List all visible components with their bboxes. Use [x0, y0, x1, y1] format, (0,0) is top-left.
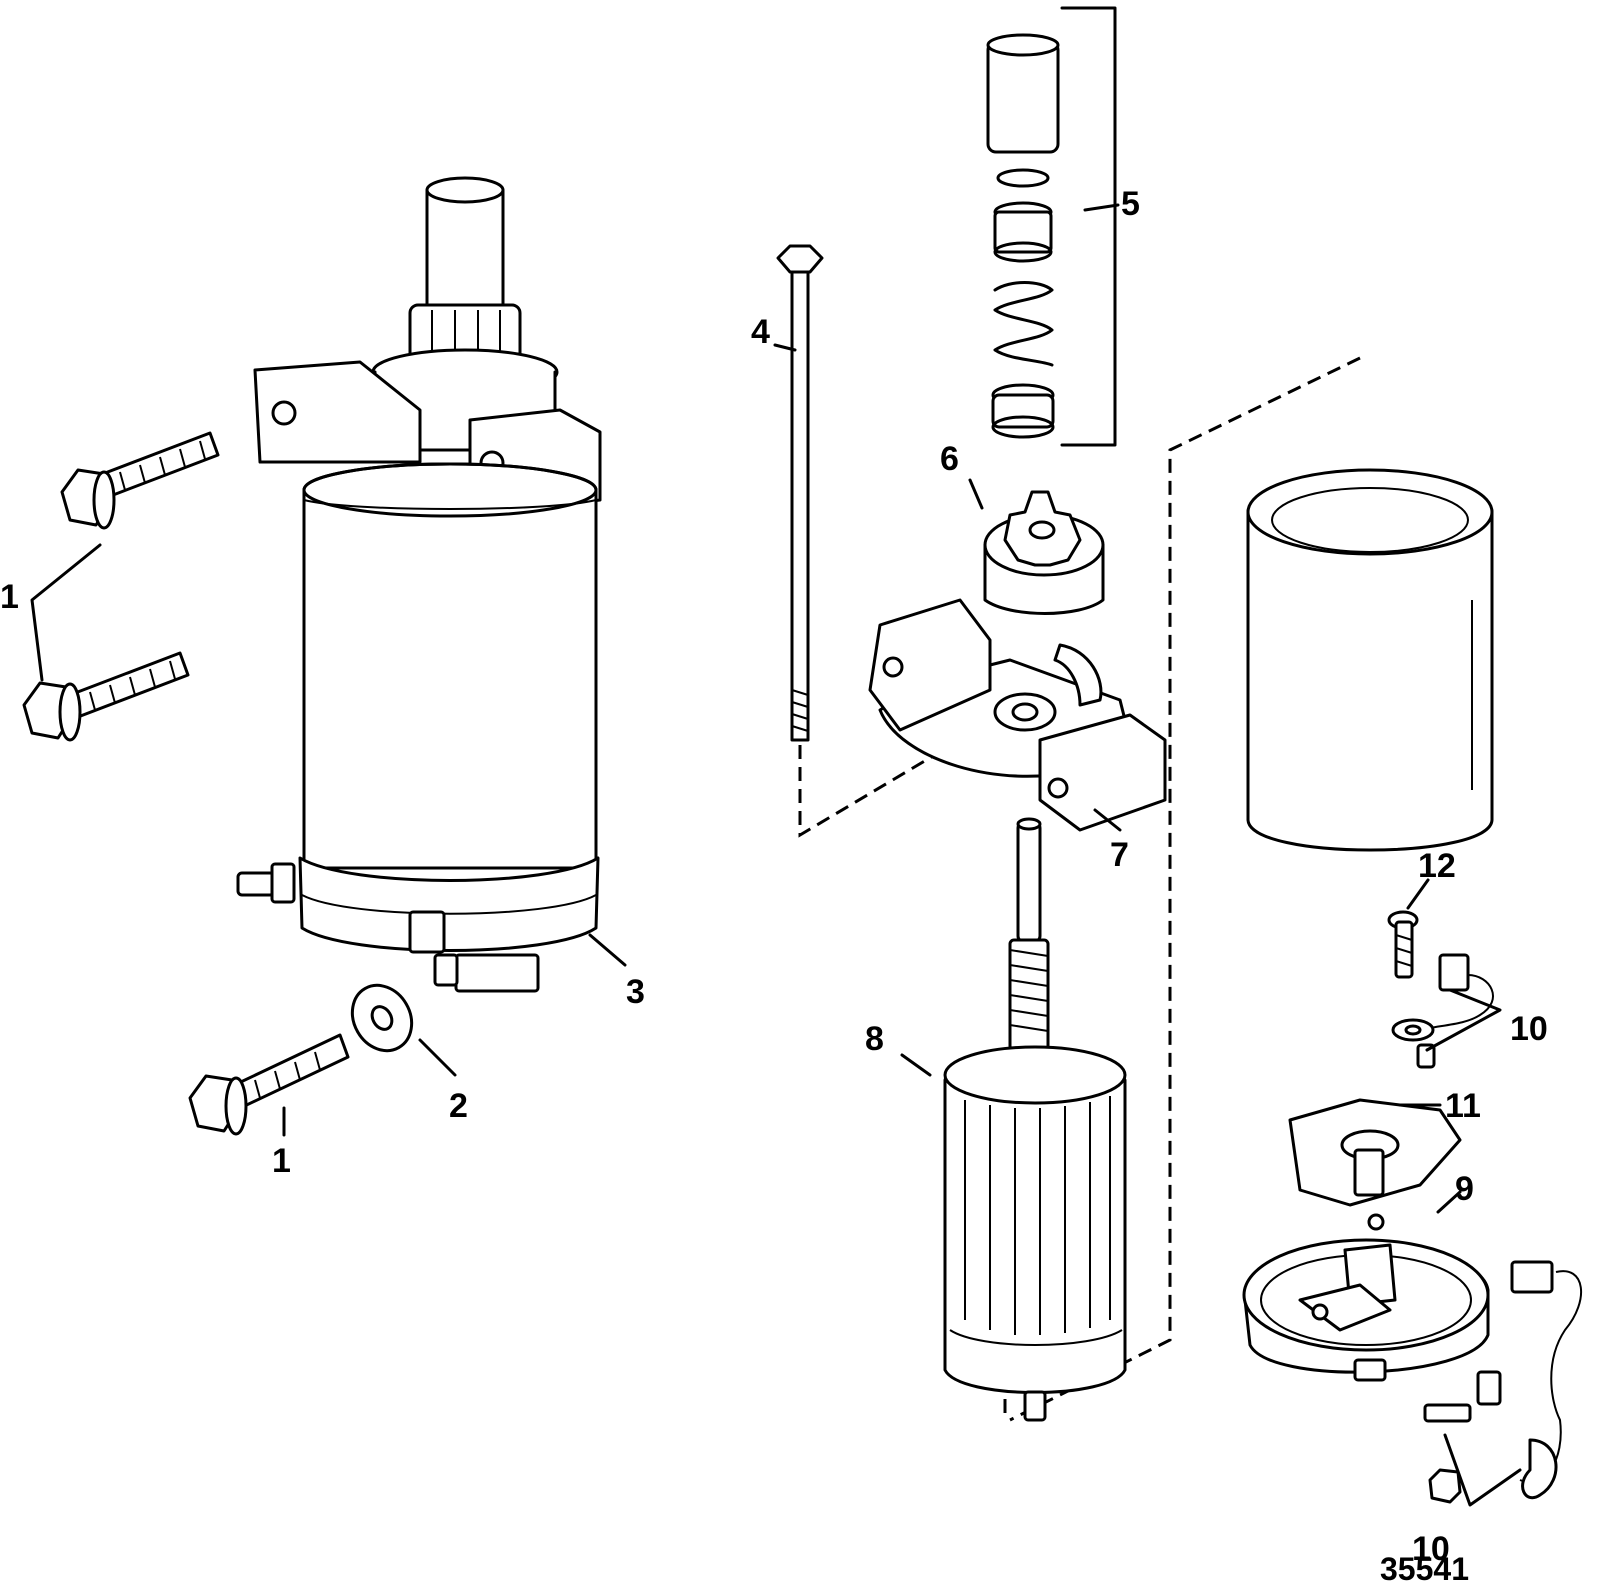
callout-6: 6 — [940, 440, 959, 478]
callout-1-lower: 1 — [272, 1142, 291, 1180]
callout-labels: 1 1 2 3 4 5 6 7 8 9 10 10 11 12 — [0, 185, 1548, 1568]
callout-10-upper: 10 — [1510, 1010, 1548, 1048]
mounting-bolt-lower — [188, 1033, 350, 1136]
brush-upper — [1391, 953, 1494, 1069]
drive-gear — [983, 490, 1105, 615]
drive-end-housing — [868, 598, 1167, 832]
starter-motor-assembly — [236, 176, 602, 993]
callout-7: 7 — [1110, 836, 1129, 874]
brush-holder — [1288, 1098, 1462, 1207]
leader-lines — [30, 203, 1522, 1507]
callout-2: 2 — [449, 1087, 468, 1125]
bracket-line-5 — [1060, 6, 1117, 447]
mounting-bolt-middle — [22, 651, 190, 742]
screw — [1387, 910, 1419, 979]
armature — [943, 817, 1127, 1422]
callout-11: 11 — [1445, 1087, 1481, 1125]
washer — [350, 983, 414, 1053]
figure-number: 35541 — [1380, 1551, 1469, 1587]
field-frame — [1246, 468, 1494, 852]
brush-lower — [1423, 1260, 1583, 1504]
through-bolt — [776, 244, 824, 742]
commutator-end-cap — [1242, 1213, 1490, 1382]
callout-4: 4 — [751, 313, 770, 351]
mounting-bolt-upper — [60, 431, 220, 530]
callout-3: 3 — [626, 973, 645, 1011]
pinion-kit — [986, 33, 1060, 439]
callout-10-lower: 10 — [1412, 1530, 1450, 1568]
callout-8: 8 — [865, 1020, 884, 1058]
callout-1-upper: 1 — [0, 578, 19, 616]
callout-5: 5 — [1121, 185, 1140, 223]
callout-12: 12 — [1418, 847, 1456, 885]
callout-9: 9 — [1455, 1170, 1474, 1208]
